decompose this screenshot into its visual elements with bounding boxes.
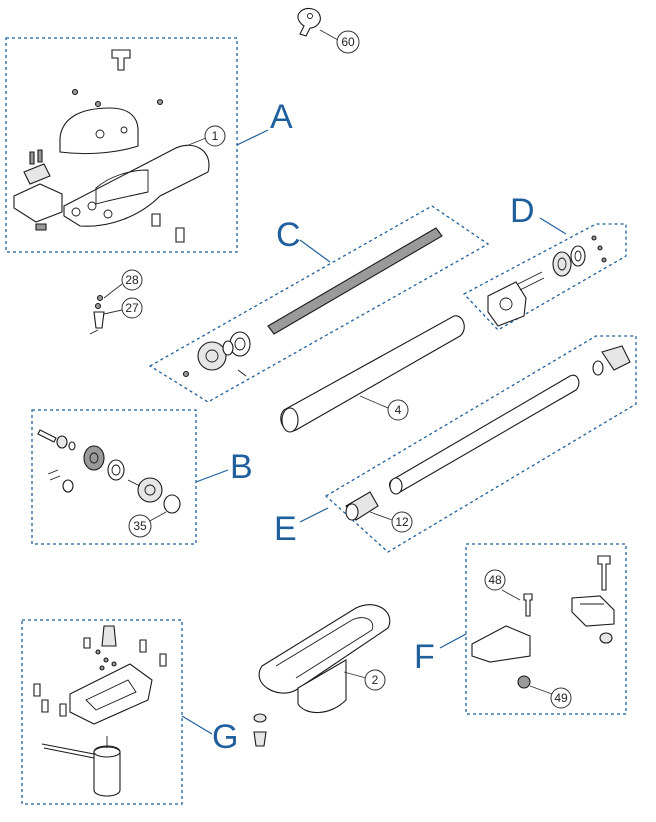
group-a: A: [5, 37, 293, 253]
group-g-frame: [21, 619, 183, 805]
part-27-28-pin: [89, 294, 105, 335]
svg-text:28: 28: [125, 273, 139, 287]
callout-48: 48: [484, 569, 521, 601]
group-c-frame: [148, 205, 490, 403]
group-g-letter: G: [212, 718, 238, 756]
svg-text:49: 49: [554, 691, 568, 705]
group-f: F: [414, 543, 627, 715]
group-b: B: [31, 409, 253, 545]
callout-2: 2: [343, 669, 386, 691]
callout-28: 28: [103, 269, 143, 299]
callout-35: 35: [128, 511, 167, 538]
callout-27: 27: [103, 297, 143, 319]
group-c: C: [148, 205, 490, 403]
group-c-letter: C: [276, 216, 301, 254]
svg-text:60: 60: [341, 35, 355, 49]
part-4-outer-tube: [280, 315, 465, 433]
callout-49: 49: [529, 685, 572, 709]
svg-text:2: 2: [372, 673, 379, 687]
callout-60: 60: [319, 29, 360, 54]
group-f-letter: F: [414, 638, 435, 676]
group-d-frame: [462, 223, 627, 331]
group-e-letter: E: [274, 510, 297, 548]
svg-text:35: 35: [133, 519, 147, 533]
group-d-letter: D: [510, 192, 535, 230]
group-f-frame: [465, 543, 627, 715]
part-2-base-housing: [258, 604, 391, 714]
callout-4: 4: [359, 395, 409, 421]
loose-fittings: [253, 713, 267, 747]
group-b-letter: B: [230, 448, 253, 486]
part-60-key: [297, 7, 321, 37]
group-d: D: [462, 192, 627, 331]
svg-text:1: 1: [212, 129, 219, 143]
svg-text:4: 4: [395, 403, 402, 417]
group-e: E: [274, 335, 637, 553]
group-a-letter: A: [270, 98, 293, 136]
svg-text:12: 12: [395, 515, 409, 529]
group-b-frame: [31, 409, 197, 545]
group-g: G: [21, 619, 238, 805]
svg-text:27: 27: [125, 301, 139, 315]
callout-1: 1: [185, 125, 226, 147]
callout-12: 12: [369, 511, 413, 533]
svg-text:48: 48: [488, 573, 502, 587]
